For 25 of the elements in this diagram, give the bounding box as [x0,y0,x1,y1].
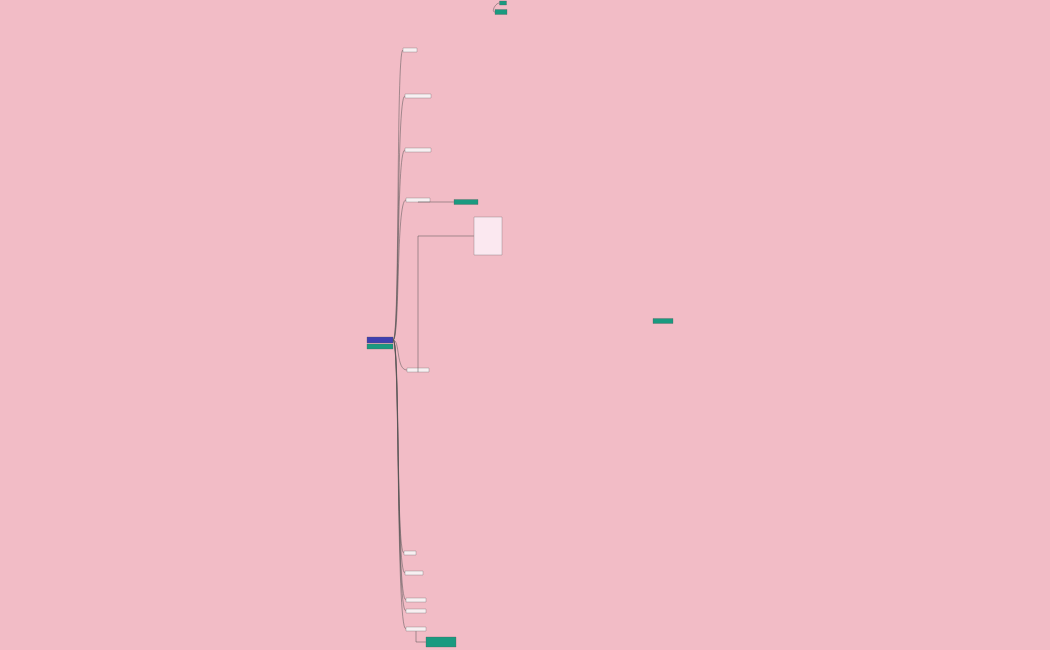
branch-box [404,570,424,576]
branch-box [402,47,418,53]
branch-box [406,367,430,373]
floating-box [494,9,508,15]
branch-box [405,197,431,203]
connector-line [493,2,500,13]
branch-box [404,93,432,99]
root-subtitle-box [366,343,394,350]
connector-line [417,201,455,203]
table-box [473,216,503,256]
branch-box [404,147,432,153]
connector-line [392,199,407,341]
connector-line [417,235,475,373]
connector-line [392,339,408,371]
floating-box [499,0,507,6]
note-box [453,199,479,205]
branch-box [403,550,417,556]
note-box [425,636,457,648]
floating-box [652,318,674,324]
branch-box [405,608,427,614]
connector-line [392,339,405,554]
connector-line [415,630,427,643]
branch-box [405,626,427,632]
branch-box [405,597,427,603]
root-box [366,336,394,344]
